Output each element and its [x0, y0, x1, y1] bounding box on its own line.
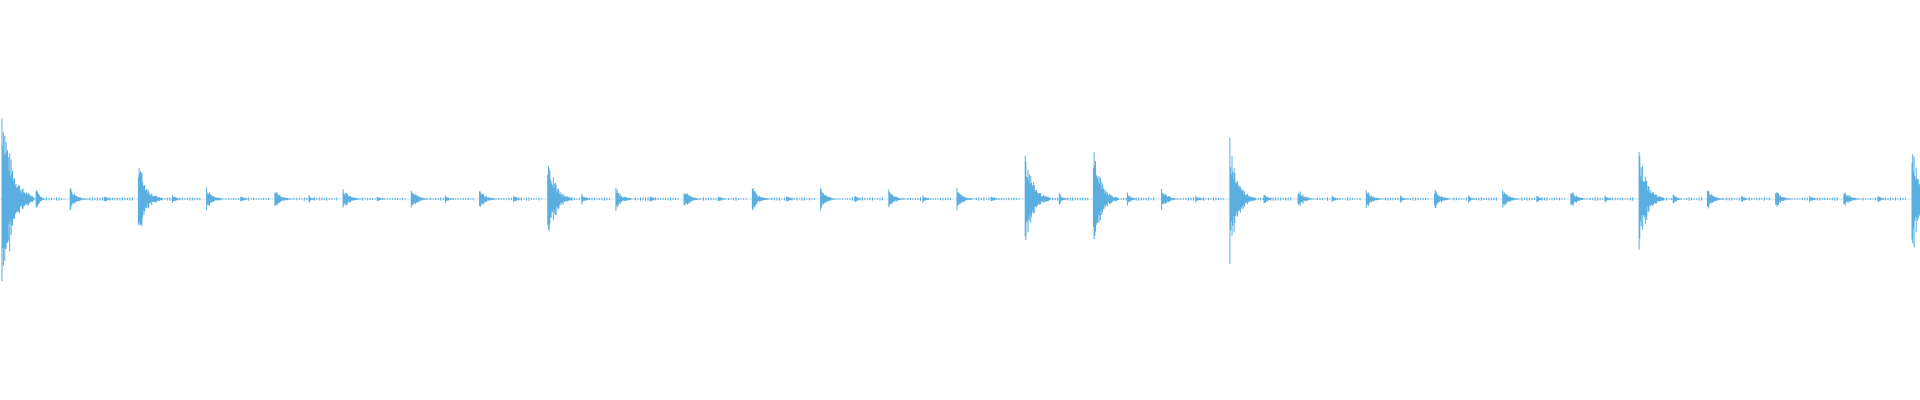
- waveform-hit-17: [1161, 189, 1224, 210]
- waveform-hit-1: [69, 188, 133, 210]
- waveform-hit-14: [956, 187, 1020, 211]
- waveform-hit-21: [1434, 190, 1497, 208]
- waveform-hit-19: [1297, 191, 1361, 207]
- waveform-hit-4: [274, 192, 338, 207]
- waveform-hit-8: [547, 166, 610, 232]
- waveform-hit-23: [1570, 192, 1634, 206]
- waveform-hit-24: [1638, 151, 1703, 250]
- waveform-hit-18: [1229, 137, 1292, 264]
- waveform-hit-10: [683, 193, 747, 206]
- waveform-hit-28: [1911, 154, 1920, 248]
- waveform-hit-12: [820, 188, 883, 211]
- waveform-hit-7: [479, 191, 542, 207]
- waveform-hit-13: [888, 189, 951, 208]
- waveform-hit-2: [137, 167, 201, 227]
- waveform-hit-6: [410, 190, 474, 208]
- waveform-hit-11: [751, 188, 815, 211]
- waveform-hit-25: [1706, 190, 1770, 209]
- waveform-hit-0: [1, 118, 65, 282]
- waveform-hit-5: [342, 189, 406, 208]
- waveform-hits: [1, 118, 1920, 282]
- waveform-hit-16: [1092, 152, 1155, 240]
- waveform-hit-22: [1502, 190, 1565, 208]
- waveform-hit-3: [206, 187, 270, 210]
- waveform-hit-26: [1775, 192, 1838, 207]
- waveform-hit-15: [1024, 155, 1089, 240]
- waveform-hit-9: [615, 188, 679, 211]
- waveform-hit-27: [1843, 192, 1906, 206]
- waveform-hit-20: [1365, 190, 1429, 208]
